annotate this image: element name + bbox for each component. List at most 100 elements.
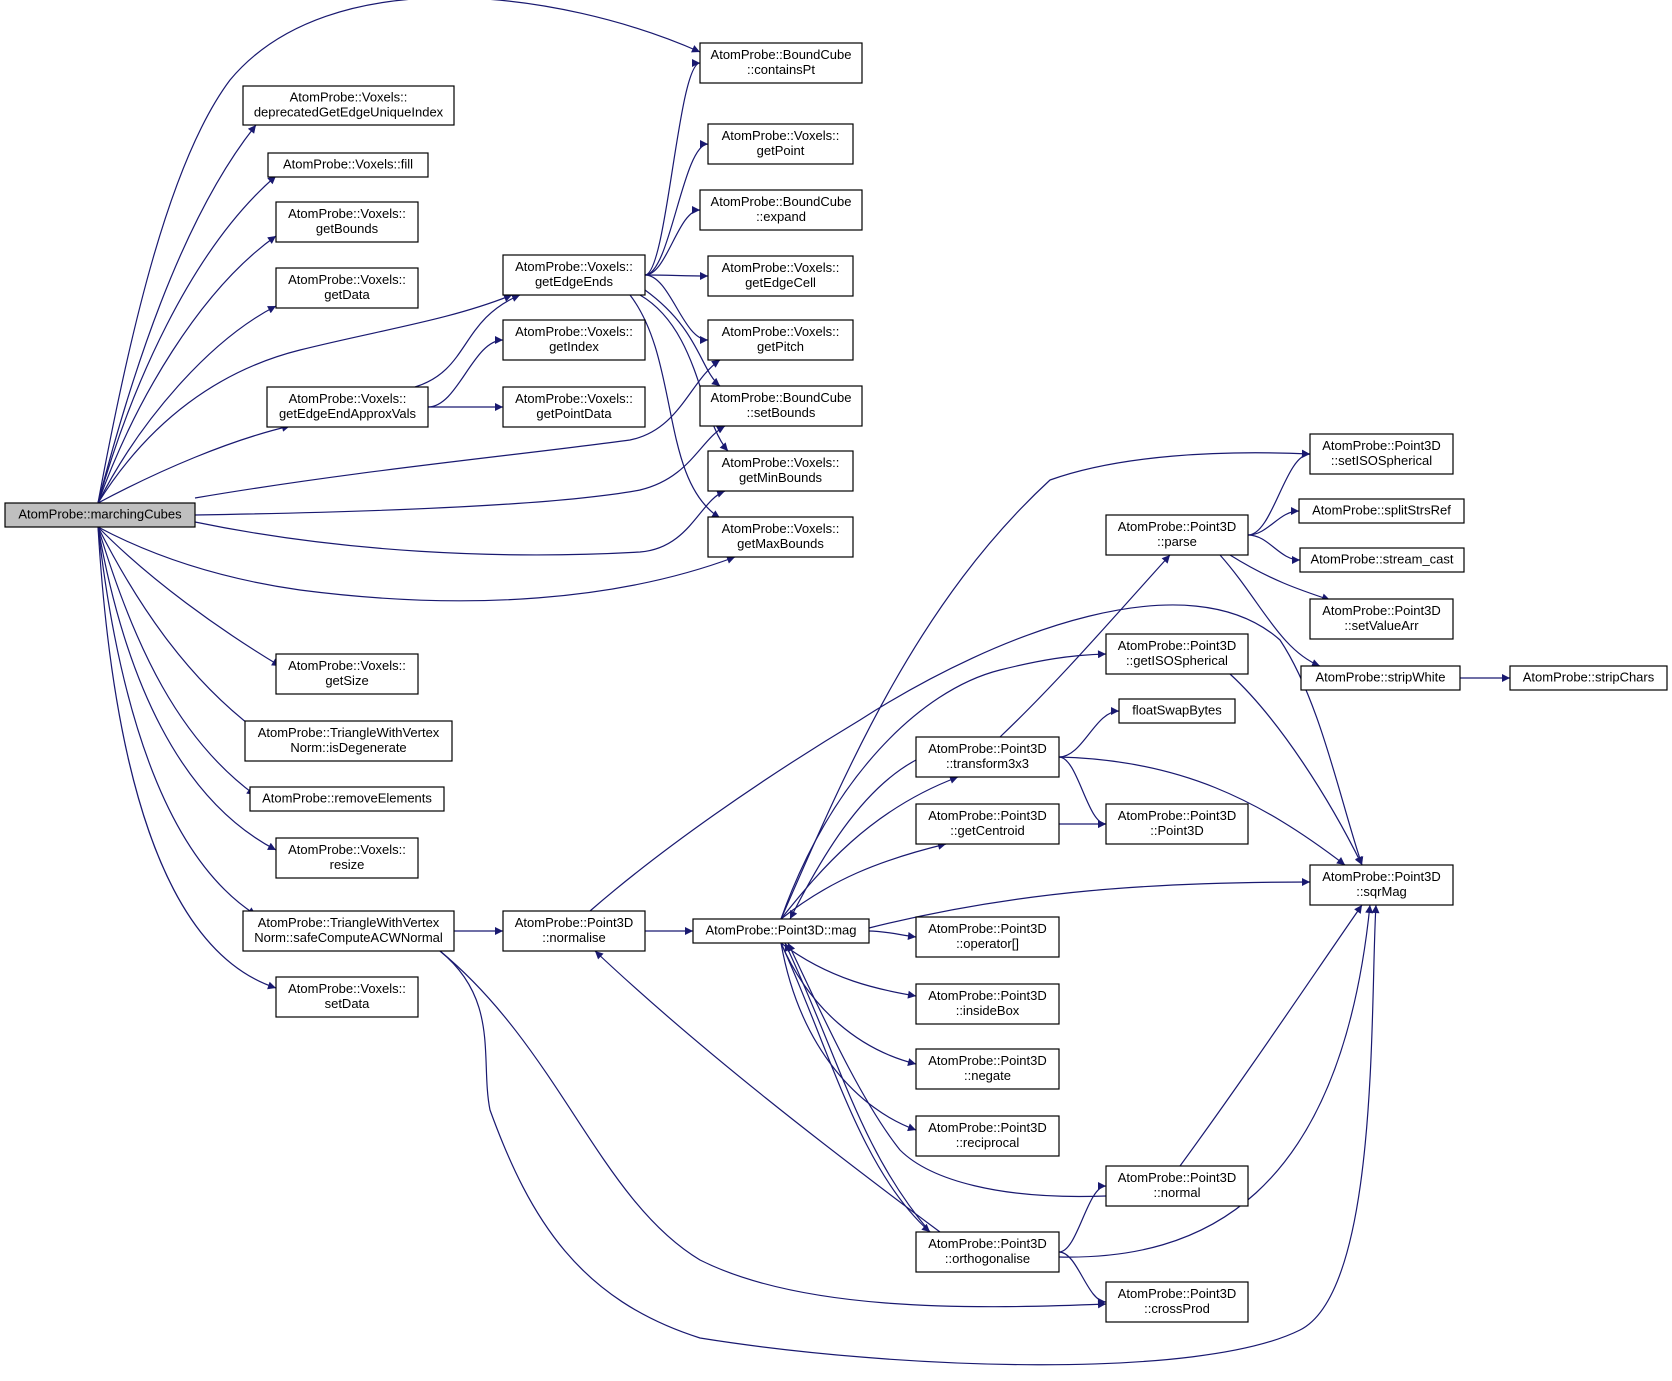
node-label: AtomProbe::Voxels:: [288, 272, 406, 287]
node-label: ::getISOSpherical [1126, 653, 1228, 668]
node-box [707, 319, 854, 361]
node-box [242, 910, 455, 952]
node-transform3x3[interactable]: AtomProbe::Point3D::transform3x3 [915, 736, 1060, 778]
edge-marchingCubes-to-containsPt [97, 0, 701, 504]
node-box [699, 189, 863, 231]
edge-getISOSpherical-to-sqrMag [1229, 673, 1363, 866]
node-label: ::expand [756, 209, 806, 224]
node-label: ::setISOSpherical [1331, 453, 1432, 468]
node-normalise[interactable]: AtomProbe::Point3D::normalise [502, 910, 646, 952]
edge-mag-to-insideBox [780, 942, 917, 999]
node-removeElements[interactable]: AtomProbe::removeElements [249, 786, 445, 812]
node-label: getIndex [549, 339, 599, 354]
node-box [1300, 665, 1461, 691]
node-box [707, 123, 854, 165]
node-stripChars[interactable]: AtomProbe::stripChars [1509, 665, 1668, 691]
node-box [244, 720, 453, 762]
node-getPoint[interactable]: AtomProbe::Voxels::getPoint [707, 123, 854, 165]
node-box [1299, 547, 1465, 573]
node-label: getMaxBounds [737, 536, 824, 551]
node-box [1298, 498, 1465, 524]
node-box [1309, 433, 1454, 475]
node-splitStrsRef[interactable]: AtomProbe::splitStrsRef [1298, 498, 1465, 524]
node-getSize[interactable]: AtomProbe::Voxels::getSize [275, 653, 419, 695]
node-label: AtomProbe::Voxels:: [722, 324, 840, 339]
node-box [502, 386, 646, 428]
node-label: AtomProbe::TriangleWithVertex [258, 915, 440, 930]
node-setISOSpherical[interactable]: AtomProbe::Point3D::setISOSpherical [1309, 433, 1454, 475]
node-normal[interactable]: AtomProbe::Point3D::normal [1105, 1165, 1249, 1207]
edge-parse-to-setValueArr [1229, 554, 1331, 602]
node-label: AtomProbe::splitStrsRef [1312, 503, 1451, 518]
node-box [915, 1231, 1060, 1273]
node-label: AtomProbe::Voxels:: [290, 90, 408, 105]
node-operatorIdx[interactable]: AtomProbe::Point3D::operator[] [915, 916, 1060, 958]
node-sqrMag[interactable]: AtomProbe::Point3D::sqrMag [1309, 864, 1454, 906]
edge-marchingCubes-to-getEdgeEndApproxVals [97, 423, 291, 504]
node-getCentroid[interactable]: AtomProbe::Point3D::getCentroid [915, 803, 1060, 845]
node-containsPt[interactable]: AtomProbe::BoundCube::containsPt [699, 42, 863, 84]
node-label: getPointData [536, 406, 612, 421]
edge-parse-to-splitStrsRef [1247, 507, 1300, 536]
node-label: ::parse [1157, 534, 1197, 549]
node-label: AtomProbe::stream_cast [1310, 552, 1453, 567]
node-label: AtomProbe::Point3D [1118, 1286, 1237, 1301]
node-setBounds[interactable]: AtomProbe::BoundCube::setBounds [699, 385, 863, 427]
node-getEdgeEnds[interactable]: AtomProbe::Voxels::getEdgeEnds [502, 254, 646, 296]
node-getPitch[interactable]: AtomProbe::Voxels::getPitch [707, 319, 854, 361]
node-box [915, 803, 1060, 845]
node-label: ::getCentroid [950, 823, 1024, 838]
edge-marchingCubes-to-removeElements [97, 526, 256, 796]
node-isDegenerate[interactable]: AtomProbe::TriangleWithVertexNorm::isDeg… [244, 720, 453, 762]
node-label: ::sqrMag [1356, 884, 1407, 899]
node-getData[interactable]: AtomProbe::Voxels::getData [275, 267, 419, 309]
edge-marchingCubes-to-safeComputeACWNormal [97, 526, 257, 916]
node-stream_cast[interactable]: AtomProbe::stream_cast [1299, 547, 1465, 573]
edge-getEdgeEnds-to-getPoint [644, 140, 709, 276]
node-label: AtomProbe::Voxels:: [288, 206, 406, 221]
node-setValueArr[interactable]: AtomProbe::Point3D::setValueArr [1309, 598, 1454, 640]
node-label: AtomProbe::Voxels:: [288, 842, 406, 857]
node-deprecatedGetEdgeUniqueIndex[interactable]: AtomProbe::Voxels::deprecatedGetEdgeUniq… [242, 85, 455, 126]
node-parse[interactable]: AtomProbe::Point3D::parse [1105, 514, 1249, 556]
node-label: AtomProbe::Voxels:: [722, 128, 840, 143]
node-stripWhite[interactable]: AtomProbe::stripWhite [1300, 665, 1461, 691]
node-getEdgeCell[interactable]: AtomProbe::Voxels::getEdgeCell [707, 255, 854, 297]
node-getEdgeEndApproxVals[interactable]: AtomProbe::Voxels::getEdgeEndApproxVals [266, 386, 429, 428]
node-label: getData [324, 287, 370, 302]
node-resize[interactable]: AtomProbe::Voxels::resize [275, 837, 419, 879]
node-label: AtomProbe::Voxels:: [288, 658, 406, 673]
node-expand[interactable]: AtomProbe::BoundCube::expand [699, 189, 863, 231]
node-getPointData[interactable]: AtomProbe::Voxels::getPointData [502, 386, 646, 428]
node-orthogonalise[interactable]: AtomProbe::Point3D::orthogonalise [915, 1231, 1060, 1273]
call-edges [97, 0, 1510, 1366]
node-label: Norm::isDegenerate [290, 740, 406, 755]
node-marchingCubes[interactable]: AtomProbe::marchingCubes [4, 502, 196, 528]
node-label: AtomProbe::Point3D::mag [705, 923, 856, 938]
node-ctorPoint3D[interactable]: AtomProbe::Point3D::Point3D [1105, 803, 1249, 845]
node-insideBox[interactable]: AtomProbe::Point3D::insideBox [915, 983, 1060, 1025]
node-getISOSpherical[interactable]: AtomProbe::Point3D::getISOSpherical [1105, 633, 1249, 675]
node-label: AtomProbe::Point3D [1118, 519, 1237, 534]
node-negate[interactable]: AtomProbe::Point3D::negate [915, 1048, 1060, 1090]
node-getBounds[interactable]: AtomProbe::Voxels::getBounds [275, 201, 419, 243]
node-crossProd[interactable]: AtomProbe::Point3D::crossProd [1105, 1281, 1249, 1323]
node-label: AtomProbe::Voxels:: [515, 324, 633, 339]
node-floatSwapBytes[interactable]: floatSwapBytes [1118, 698, 1236, 724]
node-label: AtomProbe::Voxels::fill [283, 157, 413, 172]
node-mag[interactable]: AtomProbe::Point3D::mag [692, 918, 870, 944]
node-fill[interactable]: AtomProbe::Voxels::fill [267, 152, 429, 178]
edge-marchingCubes-to-getMaxBounds [97, 526, 736, 602]
edge-getEdgeEnds-to-getMaxBounds [629, 294, 721, 519]
node-box [1105, 1281, 1249, 1323]
node-getIndex[interactable]: AtomProbe::Voxels::getIndex [502, 319, 646, 361]
node-safeComputeACWNormal[interactable]: AtomProbe::TriangleWithVertexNorm::safeC… [242, 910, 455, 952]
node-getMaxBounds[interactable]: AtomProbe::Voxels::getMaxBounds [707, 516, 854, 558]
node-getMinBounds[interactable]: AtomProbe::Voxels::getMinBounds [707, 450, 854, 492]
node-setData[interactable]: AtomProbe::Voxels::setData [275, 976, 419, 1018]
edge-getEdgeEnds-to-expand [644, 206, 701, 276]
node-box [915, 983, 1060, 1025]
node-reciprocal[interactable]: AtomProbe::Point3D::reciprocal [915, 1115, 1060, 1157]
edge-mag-to-reciprocal [780, 942, 917, 1132]
